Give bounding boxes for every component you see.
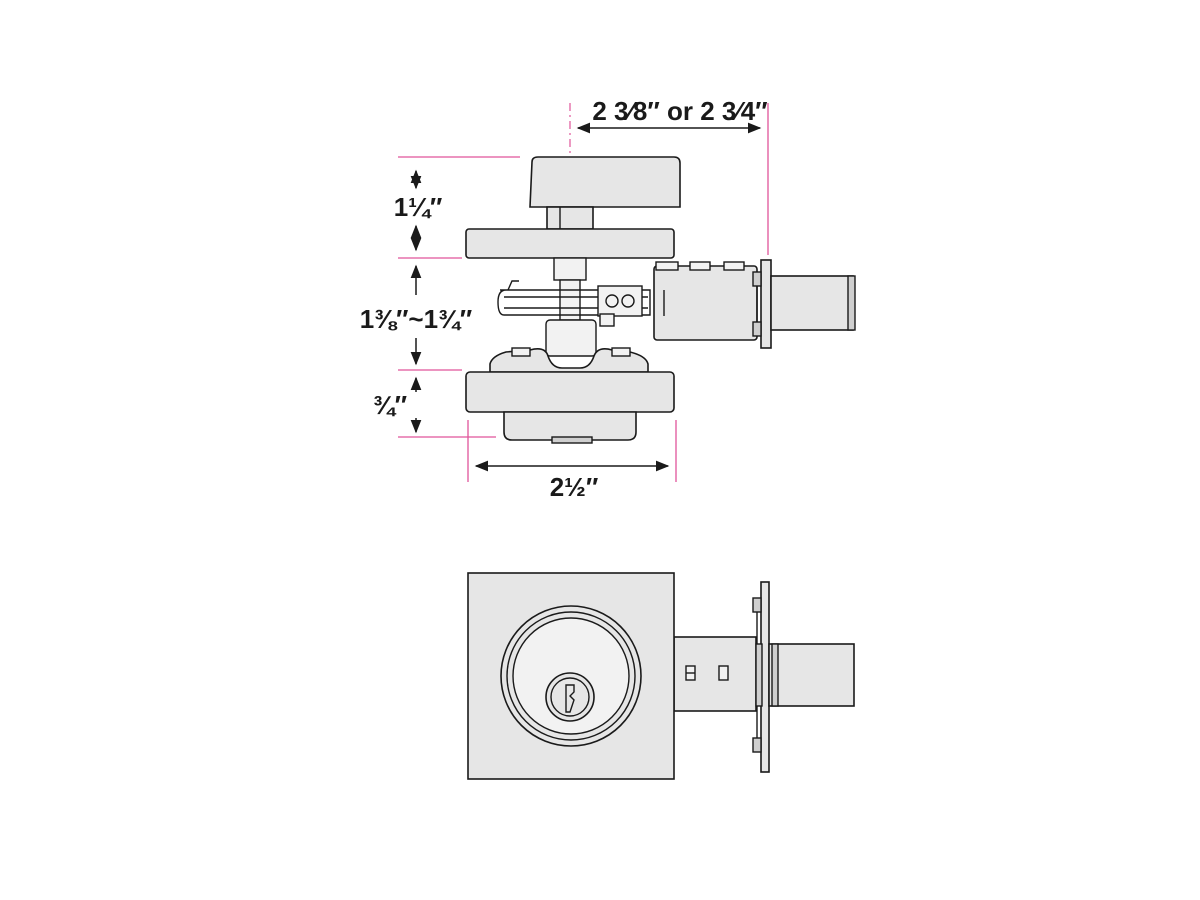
thumbturn [529, 156, 681, 230]
latch-body [653, 261, 758, 341]
mounting-plate [497, 280, 651, 327]
spindle [553, 257, 587, 321]
exterior-projection-label: ¾″ [373, 390, 407, 420]
front-latch-body [673, 636, 757, 712]
rose-width-label: 2½″ [550, 472, 599, 502]
door-thickness-label: 1⅜″~1¾″ [360, 304, 472, 334]
dimension-arrows [410, 122, 762, 472]
side-view: 2 3⁄8″ or 2 3⁄4″ 1¼″ 1⅜″~1¾″ ¾″ 2½″ [360, 96, 856, 502]
exterior-cylinder [465, 319, 675, 444]
front-view [467, 572, 855, 780]
front-faceplate [752, 581, 770, 773]
thumbturn-height-label: 1¼″ [394, 192, 443, 222]
front-bolt [768, 643, 855, 707]
bolt [770, 275, 856, 331]
interior-rose [465, 228, 675, 259]
backset-label: 2 3⁄8″ or 2 3⁄4″ [592, 96, 767, 126]
keyway-icon [545, 672, 595, 722]
